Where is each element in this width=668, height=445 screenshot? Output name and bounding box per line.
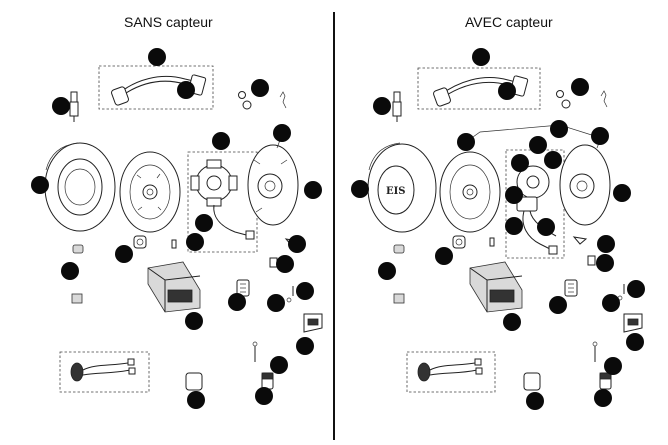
left-small-bolts — [238, 91, 287, 110]
left-cable-group-box — [98, 65, 214, 110]
left-lower-parts — [185, 341, 274, 391]
left-stator — [190, 159, 255, 240]
left-housing-plate — [247, 139, 299, 226]
left-switch-group-box — [59, 351, 150, 393]
right-coupling — [564, 279, 578, 297]
left-flywheel-cover — [44, 142, 116, 232]
right-flywheel-cover: EIS — [367, 142, 437, 233]
right-panel-drawing: EIS — [351, 48, 645, 410]
left-panel-drawing — [31, 48, 323, 409]
left-cable-harness — [111, 74, 207, 106]
right-cable-group-box — [417, 67, 541, 110]
left-flywheel — [119, 151, 181, 233]
right-lower-parts — [523, 341, 612, 391]
left-small-clips — [72, 235, 300, 268]
right-flywheel — [439, 151, 501, 233]
right-spark-plug — [392, 91, 402, 122]
left-bracket — [303, 313, 323, 333]
left-spark-plug — [69, 91, 79, 122]
right-panel-title: AVEC capteur — [465, 14, 553, 30]
left-pad — [71, 293, 83, 304]
left-callouts — [31, 48, 322, 409]
right-callouts — [351, 48, 645, 410]
right-switch-harness — [417, 358, 483, 382]
right-housing-plate — [559, 139, 611, 226]
right-small-bolts — [556, 90, 608, 109]
right-pad — [393, 293, 405, 304]
flywheel-logo-text: EIS — [386, 186, 406, 197]
right-switch-group-box — [406, 351, 496, 393]
left-screws — [286, 286, 294, 303]
left-panel-title: SANS capteur — [124, 14, 213, 30]
left-relay-box — [147, 261, 201, 313]
right-bracket — [623, 313, 643, 333]
left-switch-harness — [70, 358, 136, 382]
right-small-clips — [393, 235, 596, 266]
right-relay-box — [469, 261, 523, 313]
right-stator-with-sensor — [516, 165, 558, 255]
right-screws — [617, 284, 625, 301]
